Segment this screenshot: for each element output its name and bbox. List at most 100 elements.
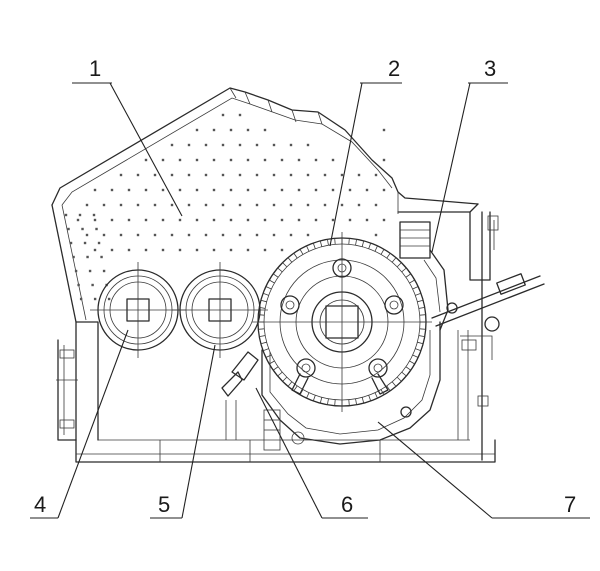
rotor-tick bbox=[299, 249, 304, 255]
liner-dot bbox=[110, 248, 114, 252]
rotor-tick bbox=[368, 242, 372, 249]
liner-dot bbox=[195, 248, 199, 252]
liner-dot bbox=[77, 283, 80, 287]
rotor-tick bbox=[319, 397, 323, 404]
liner-dot bbox=[280, 158, 284, 162]
liner-dot bbox=[85, 233, 89, 237]
liner-dot bbox=[357, 173, 361, 177]
liner-dot bbox=[289, 143, 293, 147]
liner-dot bbox=[187, 233, 191, 237]
rotor-tick bbox=[265, 286, 272, 290]
rotor-tick bbox=[277, 267, 283, 273]
liner-dot bbox=[187, 173, 191, 177]
liner-dot bbox=[212, 218, 216, 222]
liner-dot bbox=[144, 188, 148, 192]
liner-dot bbox=[74, 269, 78, 273]
liner-dot bbox=[136, 233, 140, 237]
liner-dot bbox=[212, 188, 216, 192]
liner-dot-pattern bbox=[64, 113, 386, 301]
liner-dot bbox=[79, 297, 83, 301]
liner-dot bbox=[221, 203, 225, 207]
liner-dot bbox=[81, 227, 84, 231]
liner-dot bbox=[119, 233, 123, 237]
rotor-tick bbox=[355, 398, 357, 405]
callout-6: 6 bbox=[341, 492, 353, 517]
callout-1: 1 bbox=[89, 56, 101, 81]
rotor-tick bbox=[299, 389, 304, 395]
liner-dot bbox=[289, 173, 293, 177]
liner-dot bbox=[72, 255, 75, 259]
liner-dot bbox=[93, 297, 97, 301]
liner-dot bbox=[107, 297, 111, 301]
liner-dot bbox=[323, 203, 327, 207]
liner-dot bbox=[195, 218, 199, 222]
rotor-tick bbox=[419, 328, 426, 330]
rotor-tick bbox=[258, 328, 265, 330]
liner-dot bbox=[263, 188, 267, 192]
liner-dot bbox=[127, 188, 131, 192]
rotor-tick bbox=[287, 381, 293, 387]
liner-dot bbox=[255, 173, 259, 177]
liner-dot bbox=[314, 218, 318, 222]
liner-dot bbox=[76, 218, 80, 222]
liner-dot bbox=[280, 248, 284, 252]
rotor-tick bbox=[259, 307, 266, 309]
callout-labels: 1 2 3 4 5 6 7 bbox=[34, 56, 576, 517]
liner-dot bbox=[212, 158, 216, 162]
middle-roller bbox=[172, 262, 268, 358]
liner-dot bbox=[136, 203, 140, 207]
liner-dot bbox=[272, 173, 276, 177]
liner-dot bbox=[255, 233, 259, 237]
liner-dot bbox=[153, 203, 157, 207]
liner-dot bbox=[100, 255, 103, 259]
callout-4: 4 bbox=[34, 492, 46, 517]
liner-dot bbox=[306, 143, 310, 147]
rotor-tick bbox=[306, 245, 310, 252]
rotor-tick bbox=[265, 354, 272, 358]
liner-dot bbox=[187, 143, 191, 147]
liner-dot bbox=[67, 227, 70, 231]
liner-dot bbox=[161, 188, 165, 192]
rotor-tick bbox=[327, 398, 329, 405]
liner-dot bbox=[127, 248, 131, 252]
rotor-tick bbox=[348, 238, 350, 245]
liner-dot bbox=[195, 158, 199, 162]
liner-dot bbox=[136, 173, 140, 177]
rotor-tick bbox=[272, 273, 279, 278]
rotor-tick bbox=[258, 314, 265, 316]
liner-dot bbox=[255, 203, 259, 207]
liner-dot bbox=[229, 218, 233, 222]
liner-dot bbox=[221, 173, 225, 177]
liner-dot bbox=[263, 128, 267, 132]
liner-dot bbox=[272, 143, 276, 147]
rotor-tick bbox=[259, 335, 266, 337]
rotor-tick bbox=[415, 292, 422, 296]
liner-dot bbox=[221, 113, 225, 117]
rotor-tick bbox=[418, 335, 425, 337]
rotor-tick bbox=[361, 397, 365, 404]
rotor-tick bbox=[262, 292, 269, 296]
liner-dot bbox=[306, 203, 310, 207]
liner-dot bbox=[88, 269, 92, 273]
liner-dot bbox=[170, 143, 174, 147]
liner-dot bbox=[229, 158, 233, 162]
liner-dot bbox=[289, 203, 293, 207]
liner-dot bbox=[365, 218, 369, 222]
liner-dot bbox=[331, 218, 335, 222]
liner-dot bbox=[161, 218, 165, 222]
liner-dot bbox=[187, 203, 191, 207]
liner-dot bbox=[110, 218, 114, 222]
lower-housing bbox=[75, 321, 496, 463]
rotor-tick bbox=[374, 392, 378, 399]
liner-dot bbox=[280, 188, 284, 192]
rotor-tick bbox=[312, 242, 316, 249]
liner-dot bbox=[204, 173, 208, 177]
liner-dot bbox=[195, 188, 199, 192]
liner-dot bbox=[246, 218, 250, 222]
liner-dot bbox=[289, 233, 293, 237]
liner-dot bbox=[110, 188, 114, 192]
rotor-tick bbox=[386, 252, 391, 259]
liner-dot bbox=[212, 248, 216, 252]
rotor-tick bbox=[348, 399, 350, 406]
liner-dot bbox=[365, 188, 369, 192]
